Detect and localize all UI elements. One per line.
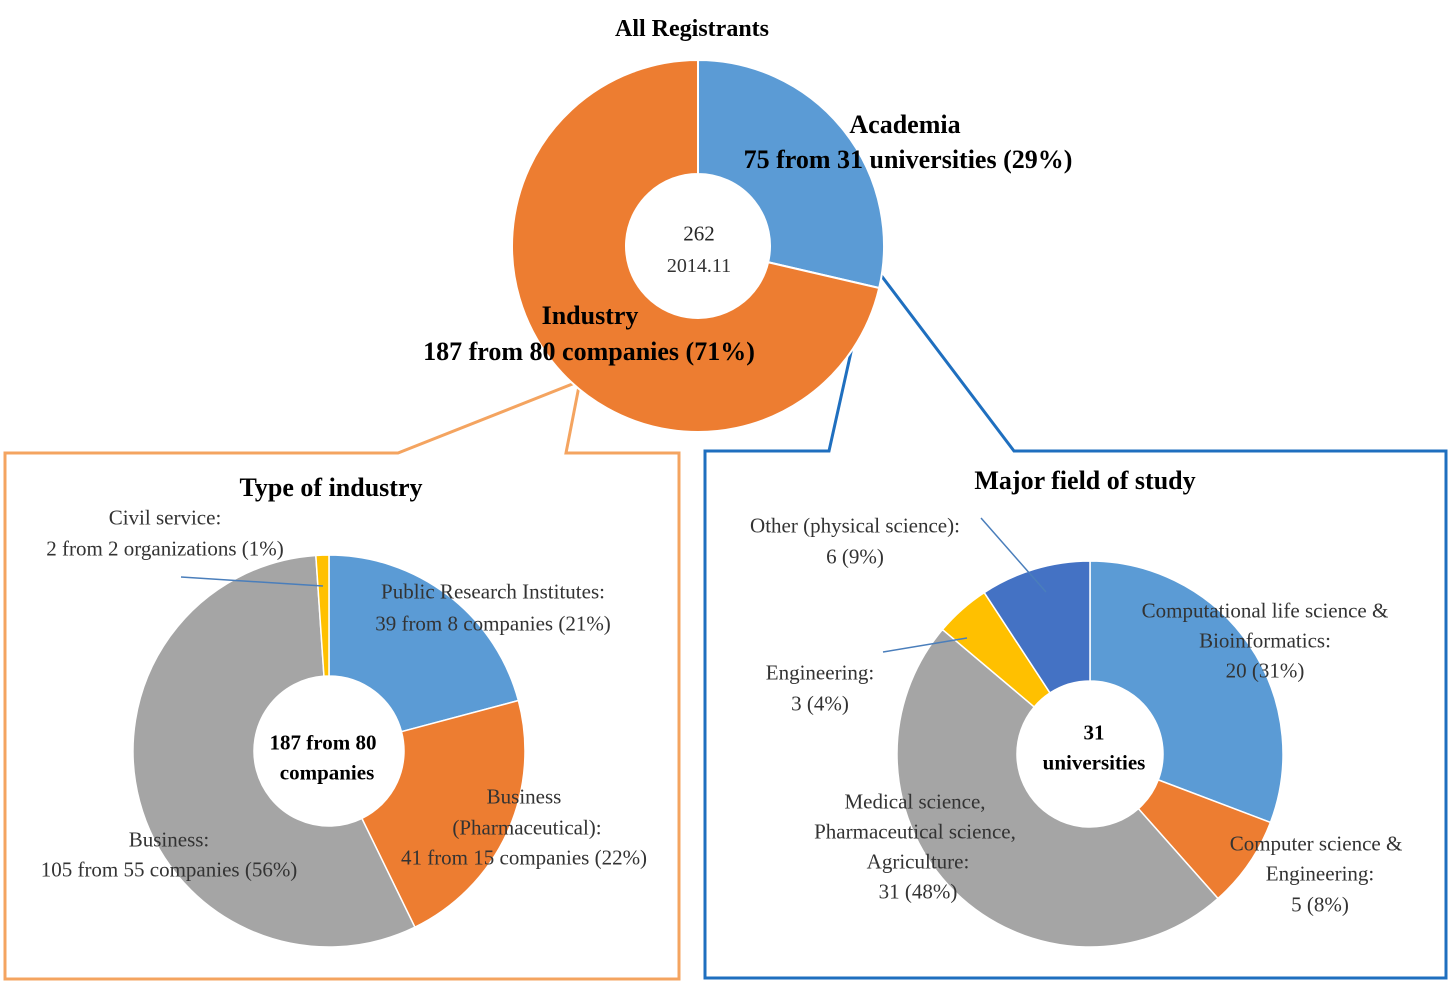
medical-label-line1: Medical science, <box>844 789 986 814</box>
main-chart-title: All Registrants <box>615 16 769 42</box>
comp-life-label-line1: Computational life science & <box>1141 598 1389 623</box>
field-center-line1: 31 <box>1083 720 1105 745</box>
industry-slice-2 <box>132 554 416 948</box>
other-label-line2: 6 (9%) <box>826 544 884 569</box>
other-label-line1: Other (physical science): <box>750 513 960 538</box>
medical-label-line2: Pharmaceutical science, <box>814 819 1016 844</box>
cs-label-line1: Computer science & <box>1229 831 1403 856</box>
civil-label-line1: Civil service: <box>108 505 222 530</box>
cs-label-line2: Engineering: <box>1265 861 1375 886</box>
field-slice-4 <box>983 560 1091 694</box>
industry-detail-frame <box>3 378 681 981</box>
engineering-leader-line <box>882 637 968 653</box>
public-research-label-line2: 39 from 8 companies (21%) <box>375 611 611 636</box>
comp-life-label-line3: 20 (31%) <box>1225 658 1305 683</box>
academia-detail-frame <box>703 258 1448 980</box>
industry-slice-1 <box>360 699 526 929</box>
civil-leader-line <box>180 576 324 587</box>
main-center-total: 262 <box>683 221 715 246</box>
industry-slice-0 <box>328 554 520 733</box>
academia-label-title: Academia <box>849 110 961 139</box>
field-slice-0 <box>1089 560 1284 824</box>
field-center-line2: universities <box>1042 750 1146 775</box>
engineering-label-line1: Engineering: <box>765 660 875 685</box>
industry-chart-title: Type of industry <box>239 473 423 502</box>
main-slice-1 <box>511 58 881 433</box>
industry-label-value: 187 from 80 companies (71%) <box>423 337 755 366</box>
other-leader-line <box>980 517 1047 593</box>
field-slice-2 <box>896 628 1220 948</box>
industry-center-line2: companies <box>279 760 375 785</box>
civil-label-line2: 2 from 2 organizations (1%) <box>46 536 284 561</box>
academia-label-value: 75 from 31 universities (29%) <box>743 145 1073 174</box>
comp-life-label-line2: Bioinformatics: <box>1199 628 1331 653</box>
cs-label-line3: 5 (8%) <box>1291 892 1349 917</box>
field-chart-title: Major field of study <box>974 466 1196 495</box>
pharma-label-line1: Business <box>486 784 562 809</box>
medical-label-line3: Agriculture: <box>866 849 970 874</box>
pharma-label-line3: 41 from 15 companies (22%) <box>400 845 648 870</box>
business-label-line1: Business: <box>128 827 210 852</box>
main-slice-0 <box>697 58 885 290</box>
main-center-date: 2014.11 <box>666 255 732 277</box>
industry-label-title: Industry <box>541 301 639 330</box>
industry-center-line1: 187 from 80 <box>269 730 377 755</box>
public-research-label-line1: Public Research Institutes: <box>381 579 605 604</box>
medical-label-line4: 31 (48%) <box>878 879 958 904</box>
engineering-label-line2: 3 (4%) <box>791 691 849 716</box>
pharma-label-line2: (Pharmaceutical): <box>452 815 602 840</box>
business-label-line2: 105 from 55 companies (56%) <box>40 857 298 882</box>
